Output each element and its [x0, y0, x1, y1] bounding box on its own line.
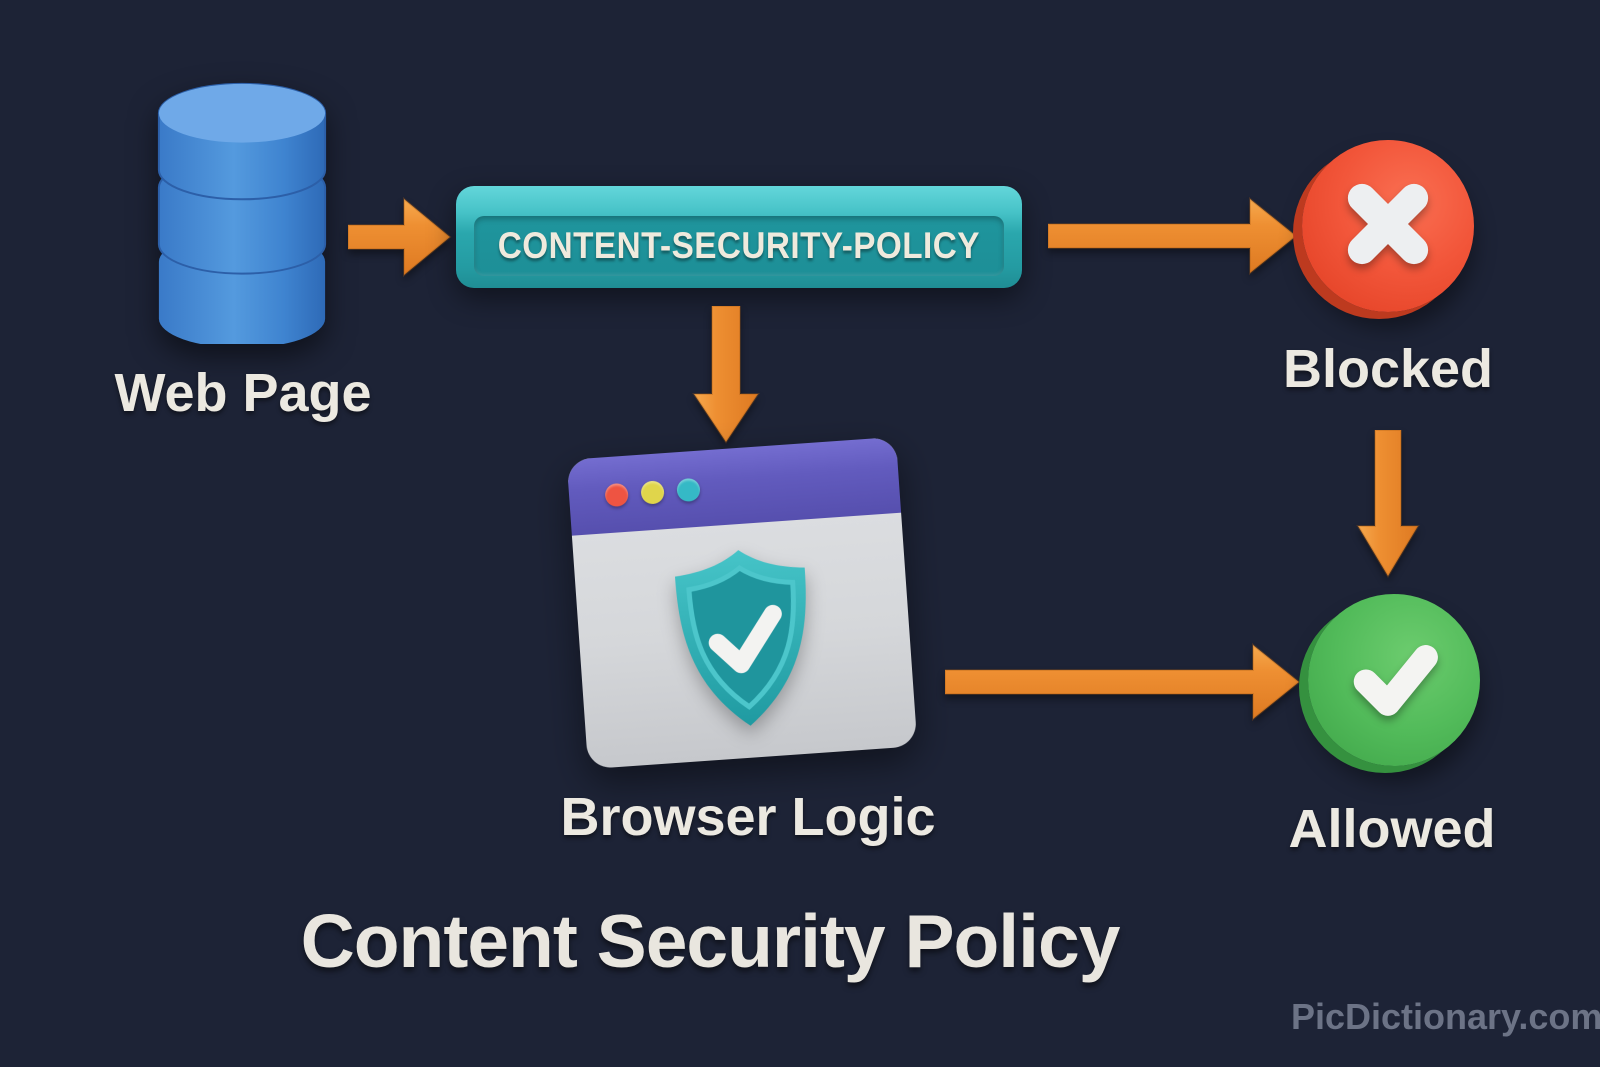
blocked-node: [1302, 140, 1474, 312]
check-circle-icon: [1333, 617, 1455, 744]
window-control-red-icon: [604, 482, 629, 507]
blocked-label: Blocked: [1282, 339, 1494, 399]
csp-banner-plate: CONTENT-SECURITY-POLICY: [474, 216, 1004, 276]
web-page-node: [148, 80, 336, 348]
browser-body: [572, 513, 918, 769]
allowed-label: Allowed: [1288, 799, 1496, 859]
web-page-label: Web Page: [114, 363, 372, 423]
arrow-blocked-to-allowed: [1356, 429, 1420, 583]
arrow-banner-to-browser: [692, 305, 760, 449]
csp-banner: CONTENT-SECURITY-POLICY: [456, 186, 1022, 288]
diagram-title: Content Security Policy: [300, 899, 1121, 983]
window-control-yellow-icon: [640, 479, 665, 505]
arrow-webpage-to-banner: [347, 196, 452, 282]
allowed-node: [1308, 594, 1480, 766]
cross-circle-icon: [1329, 165, 1447, 288]
arrow-banner-to-blocked: [1047, 196, 1298, 281]
database-icon: [148, 82, 336, 348]
browser-window: [566, 436, 918, 770]
window-control-teal-icon: [676, 477, 701, 502]
shield-check-icon: [663, 537, 826, 744]
watermark: PicDictionary.com: [1291, 996, 1600, 1037]
browser-logic-label: Browser Logic: [560, 787, 936, 847]
arrow-browser-to-allowed: [944, 642, 1301, 727]
csp-banner-label: CONTENT-SECURITY-POLICY: [497, 225, 981, 266]
